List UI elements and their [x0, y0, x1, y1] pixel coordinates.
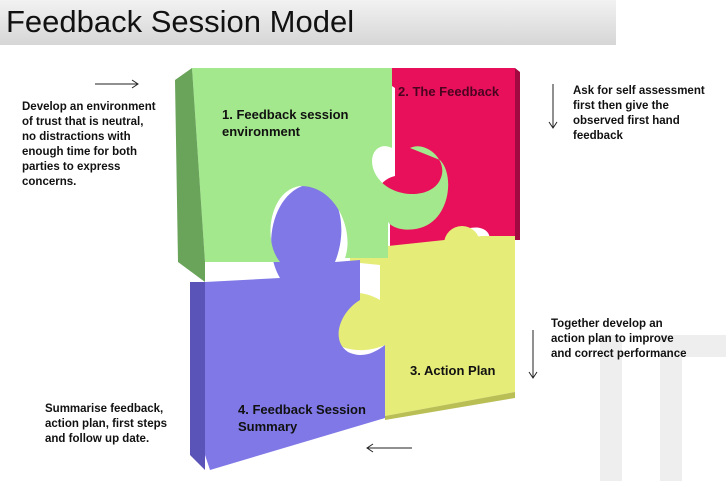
- note-feedback: Ask for self assessment first then give …: [573, 85, 705, 142]
- puzzle-piece-environment: [175, 68, 449, 282]
- note-summary: Summarise feedback, action plan, first s…: [45, 403, 168, 445]
- piece-label-environment: 1. Feedback session environment: [222, 107, 349, 139]
- puzzle-piece-summary: [190, 184, 385, 470]
- puzzle-piece-action-plan: [321, 226, 515, 420]
- page-title: Feedback Session Model: [6, 4, 355, 39]
- piece-label-feedback: 2. The Feedback: [398, 84, 500, 99]
- title-bar: Feedback Session Model: [0, 0, 616, 45]
- note-environment: Develop an environment of trust that is …: [22, 101, 156, 188]
- note-action-plan: Together develop an action plan to impro…: [551, 318, 687, 360]
- piece-label-action-plan: 3. Action Plan: [410, 363, 496, 378]
- watermark: [600, 335, 726, 481]
- piece-label-summary: 4. Feedback Session Summary: [238, 402, 366, 434]
